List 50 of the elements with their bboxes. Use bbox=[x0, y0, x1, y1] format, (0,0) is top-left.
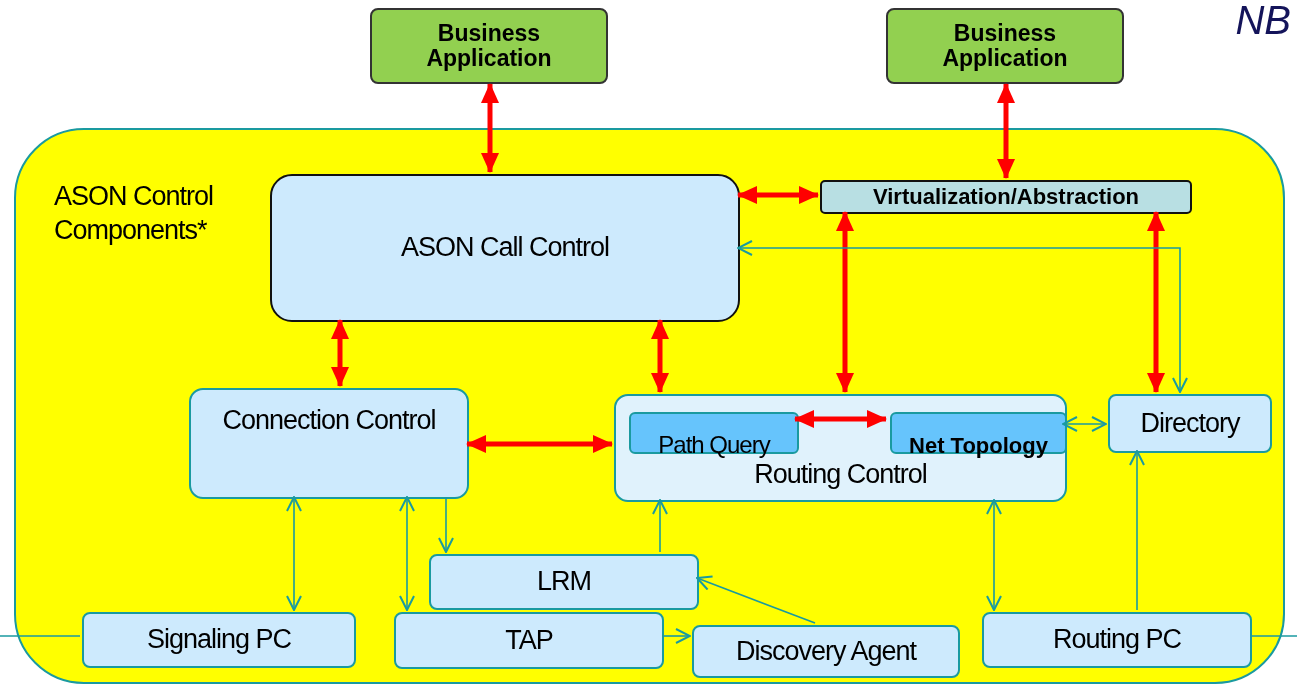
box-label: TAP bbox=[504, 625, 554, 656]
box-label: Directory bbox=[1139, 408, 1241, 439]
box-label: Virtualization/Abstraction bbox=[871, 184, 1141, 210]
box-label: Business Application bbox=[941, 20, 1069, 72]
arrow bbox=[399, 496, 415, 611]
box-label: Routing PC bbox=[1051, 625, 1183, 655]
box-label: ASON Call Control bbox=[399, 233, 611, 263]
arrow bbox=[1062, 416, 1107, 432]
arrow bbox=[737, 240, 1188, 393]
box-label: Signaling PC bbox=[145, 625, 293, 655]
arrow bbox=[794, 410, 887, 428]
connector-line bbox=[0, 635, 81, 637]
container-panel bbox=[14, 128, 1285, 684]
process-box bbox=[692, 625, 960, 678]
process-box bbox=[189, 388, 469, 499]
box-label: Routing Control bbox=[753, 460, 928, 490]
process-box bbox=[1108, 394, 1272, 453]
box-label: Path Query bbox=[657, 431, 772, 458]
arrow bbox=[1129, 450, 1145, 611]
arrow bbox=[438, 496, 454, 553]
arrow bbox=[1147, 211, 1165, 393]
box-label: Connection Control bbox=[221, 406, 437, 436]
process-box bbox=[394, 612, 664, 669]
arrow bbox=[696, 575, 816, 624]
box-label: Discovery Agent bbox=[734, 636, 918, 667]
application-box bbox=[370, 8, 608, 84]
arrow bbox=[651, 319, 669, 393]
arrow bbox=[286, 496, 302, 611]
arrow bbox=[661, 628, 691, 644]
arrow bbox=[737, 186, 819, 204]
process-box bbox=[429, 554, 699, 610]
panel-heading: ASON Control Components* bbox=[54, 180, 215, 247]
connector-line bbox=[1249, 635, 1297, 637]
arrow bbox=[997, 83, 1015, 179]
process-box bbox=[614, 394, 1067, 502]
arrow bbox=[836, 211, 854, 393]
process-box bbox=[820, 180, 1192, 214]
application-box bbox=[886, 8, 1124, 84]
arrow bbox=[331, 319, 349, 387]
box-label: LRM bbox=[536, 567, 592, 597]
box-label: Business Application bbox=[425, 20, 553, 72]
process-box bbox=[82, 612, 356, 668]
process-box bbox=[982, 612, 1252, 668]
arrow bbox=[986, 499, 1002, 611]
slide-title: NB bbox=[1235, 0, 1291, 40]
arrow bbox=[481, 83, 499, 173]
process-box bbox=[270, 174, 740, 322]
box-label: Net Topology bbox=[908, 433, 1049, 458]
arrow bbox=[652, 499, 668, 553]
arrow bbox=[466, 435, 613, 453]
